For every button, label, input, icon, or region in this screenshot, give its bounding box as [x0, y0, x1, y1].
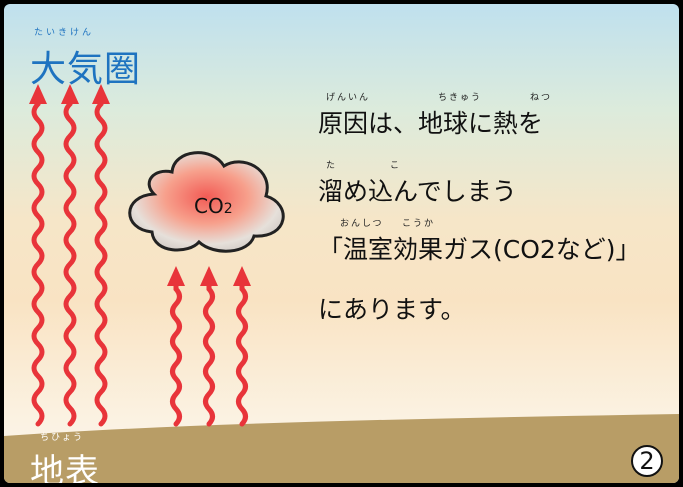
- slide: たいきけん 大気圏 CO2 げんいん ちきゅう ねつ 原因は、地球に熱を た こ…: [4, 4, 679, 483]
- ruby-genin: げんいん: [326, 93, 371, 103]
- ruby-ta: た: [326, 161, 338, 171]
- ground: [4, 414, 679, 483]
- wavy-arrow-up-icon-left-2-head: [61, 84, 79, 104]
- ground-label: 地表: [30, 452, 100, 483]
- ruby-ko: こ: [390, 161, 402, 171]
- ground-label-ruby: ちひょう: [40, 433, 85, 443]
- page-title: 大気圏: [30, 49, 142, 90]
- ruby-chikyu: ちきゅう: [438, 93, 483, 103]
- cloud-label: CO2: [194, 194, 233, 218]
- explanation-line-3: 「温室効果ガス(CO2など)」: [318, 235, 641, 264]
- wavy-arrow-up-icon-left-1-shaft: [31, 97, 45, 427]
- cloud-label-subscript: 2: [223, 201, 233, 217]
- title-ruby: たいきけん: [34, 28, 95, 38]
- ruby-kouka: こうか: [402, 219, 436, 229]
- wavy-arrow-up-icon-left-3-head: [92, 84, 110, 104]
- wavy-arrow-up-icon-left-1-head: [29, 84, 47, 104]
- wavy-arrow-up-icon-cloud-3-shaft: [236, 279, 248, 427]
- explanation-line-1: 原因は、地球に熱を: [318, 109, 544, 138]
- co2-cloud-icon: [128, 151, 285, 253]
- wavy-arrow-up-icon-cloud-1-shaft: [170, 279, 182, 427]
- wavy-arrow-up-icon-cloud-2-shaft: [203, 279, 215, 427]
- explanation-line-2: 溜め込んでしまう: [318, 177, 517, 206]
- wavy-arrow-up-icon-cloud-2-head: [200, 266, 218, 286]
- ruby-onshitsu: おんしつ: [340, 219, 384, 229]
- wavy-arrow-up-icon-cloud-3-head: [233, 266, 251, 286]
- wavy-arrow-up-icon-cloud-1-head: [167, 266, 185, 286]
- cloud-label-main: CO: [194, 194, 224, 218]
- ruby-netsu: ねつ: [530, 93, 553, 103]
- arrows-layer: [29, 84, 285, 427]
- explanation-line-4: にあります。: [318, 295, 466, 324]
- wavy-arrow-up-icon-left-2-shaft: [63, 97, 77, 427]
- page-number: 2: [631, 445, 663, 477]
- wavy-arrow-up-icon-left-3-shaft: [94, 97, 108, 427]
